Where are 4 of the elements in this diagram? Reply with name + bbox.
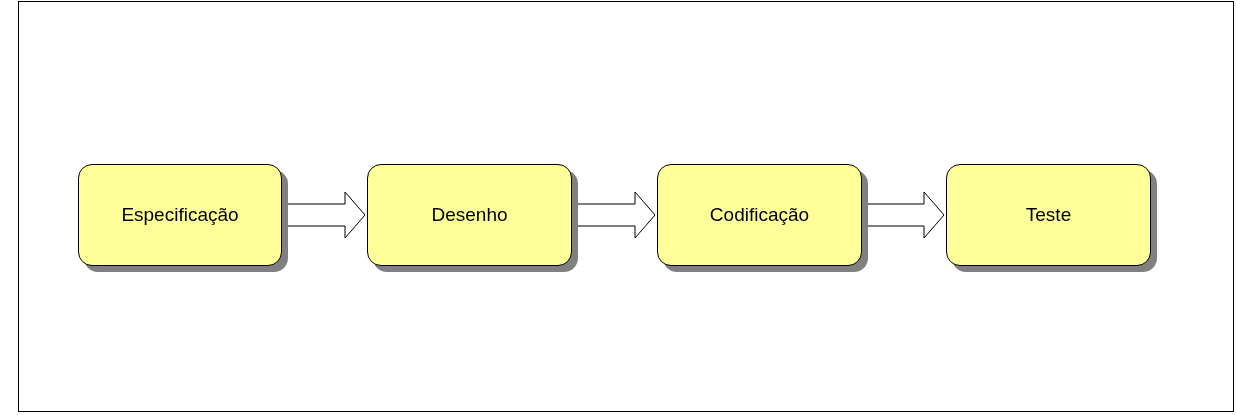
box-label: Especificação [121,204,239,226]
box-label: Desenho [431,204,508,226]
box-label: Teste [1025,204,1072,226]
box-label: Codificação [709,204,810,226]
